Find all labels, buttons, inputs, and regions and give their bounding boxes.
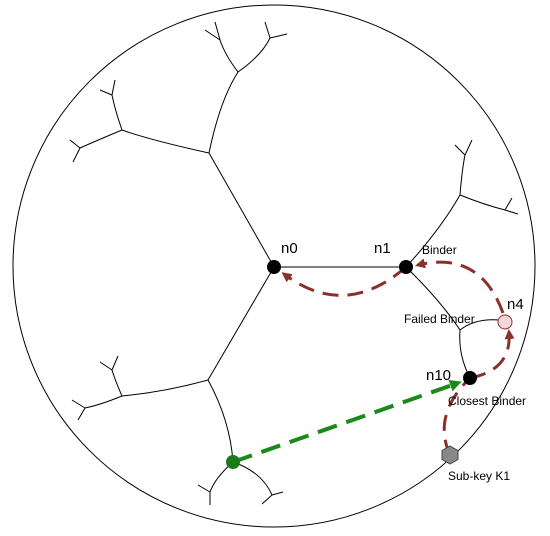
labels: n0 n1 Binder n4 Failed Binder n10 Closes… [281, 240, 526, 483]
routing-paths [232, 258, 515, 464]
label-n1-role: Binder [422, 243, 457, 257]
route-origin-to-n10 [232, 379, 462, 464]
boundary-circle [12, 4, 536, 528]
label-n10: n10 [426, 367, 451, 384]
route-n1-to-n0 [281, 265, 407, 297]
node-n0 [267, 260, 281, 274]
node-n1 [399, 260, 413, 274]
node-origin [226, 455, 240, 469]
label-n4: n4 [507, 296, 524, 313]
node-n4 [497, 314, 513, 330]
label-n4-role: Failed Binder [404, 312, 475, 326]
label-n0: n0 [281, 240, 298, 257]
route-subkey-to-n10 [442, 376, 472, 456]
node-n10 [463, 371, 477, 385]
route-n10-to-n4 [469, 329, 515, 380]
label-n10-role: Closest Binder [448, 394, 526, 408]
node-subkey-hexagon [441, 445, 459, 465]
label-subkey: Sub-key K1 [448, 469, 510, 483]
route-n4-to-n1 [415, 258, 505, 314]
label-n1: n1 [374, 240, 391, 257]
tree-edges [69, 21, 519, 505]
nodes [226, 260, 513, 469]
